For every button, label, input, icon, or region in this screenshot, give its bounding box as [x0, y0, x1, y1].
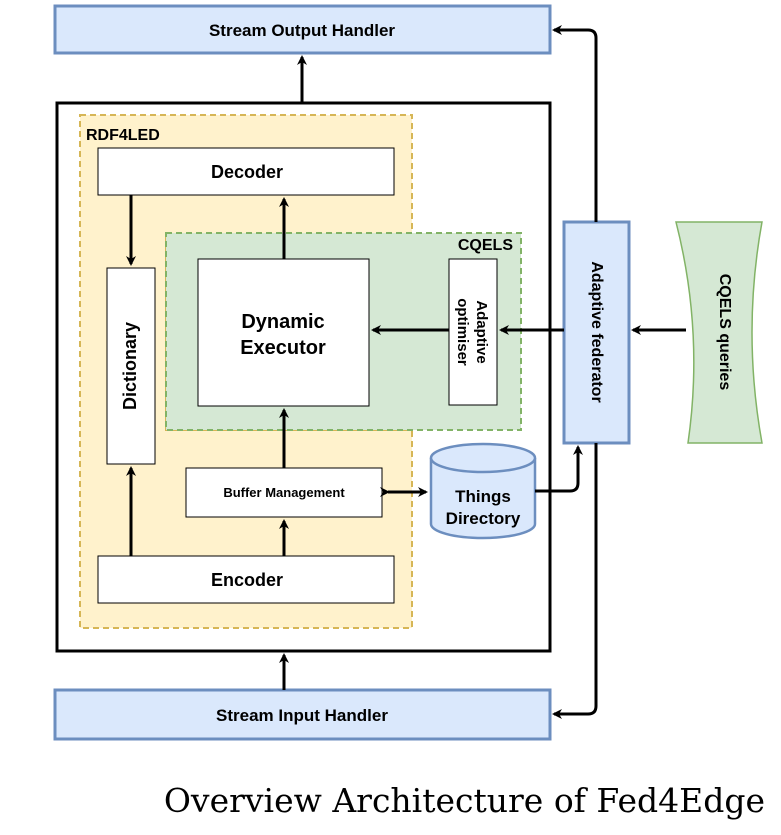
decoder-label: Decoder — [211, 162, 283, 182]
buffer-management-label: Buffer Management — [223, 485, 345, 500]
figure-caption: Overview Architecture of Fed4Edge — [164, 781, 765, 820]
optimiser-label-line1: Adaptive — [473, 300, 490, 363]
adaptive-federator-box: Adaptive federator — [562, 220, 631, 445]
stream-input-handler: Stream Input Handler — [53, 688, 552, 741]
adaptive-federator-label: Adaptive federator — [588, 261, 605, 402]
dictionary-label: Dictionary — [120, 322, 140, 410]
arrow-federator-to-input — [552, 443, 598, 719]
encoder-label: Encoder — [211, 570, 283, 590]
optimiser-label-line2: optimiser — [454, 298, 471, 366]
things-directory-label-line2: Directory — [446, 509, 521, 528]
adaptive-optimiser-box: Adaptive optimiser — [448, 258, 498, 406]
rdf4led-label: RDF4LED — [86, 127, 160, 144]
encoder-box: Encoder — [97, 555, 395, 604]
arrow-federator-to-output — [552, 25, 598, 222]
cqels-queries-document: CQELS queries — [675, 221, 763, 444]
executor-label-line1: Dynamic — [241, 311, 324, 333]
decoder-box: Decoder — [97, 147, 395, 196]
dynamic-executor-box: Dynamic Executor — [197, 258, 370, 407]
cqels-label: CQELS — [458, 237, 513, 254]
arrow-things-to-federator — [535, 445, 583, 493]
stream-output-handler: Stream Output Handler — [53, 4, 552, 55]
things-directory-cylinder: Things Directory — [429, 442, 537, 540]
stream-input-handler-label: Stream Input Handler — [216, 706, 388, 725]
cqels-queries-label: CQELS queries — [716, 274, 733, 391]
stream-output-handler-label: Stream Output Handler — [209, 21, 395, 40]
executor-label-line2: Executor — [240, 337, 326, 359]
dictionary-box: Dictionary — [106, 267, 156, 465]
buffer-management-box: Buffer Management — [185, 467, 383, 518]
things-directory-label-line1: Things — [455, 487, 511, 506]
connector-arrows — [126, 25, 686, 719]
